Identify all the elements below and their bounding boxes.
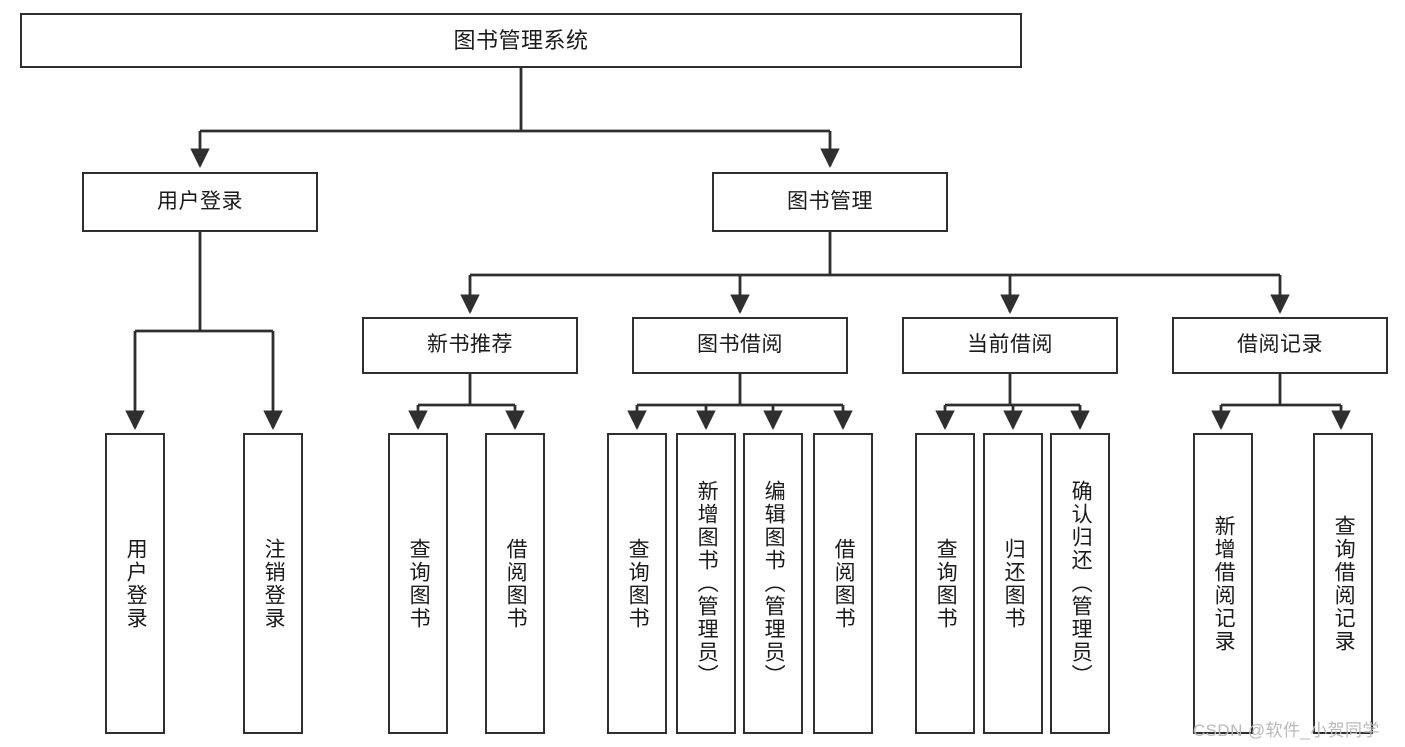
node-new-book-recommend[interactable]: 新书推荐 (362, 317, 578, 374)
node-label: 编辑图书（管理员） (762, 480, 786, 687)
node-label: 查询图书 (934, 537, 958, 630)
node-label: 查询借阅记录 (1332, 514, 1356, 653)
leaf-add-borrow-record[interactable]: 新增借阅记录 (1193, 433, 1253, 734)
node-label: 借阅图书 (832, 537, 856, 630)
leaf-borrow-books[interactable]: 借阅图书 (813, 433, 873, 734)
leaf-query-books-recommend[interactable]: 查询图书 (388, 433, 448, 734)
node-book-management[interactable]: 图书管理 (712, 172, 948, 232)
node-label: 借阅图书 (504, 537, 528, 630)
node-label: 新增借阅记录 (1212, 514, 1236, 653)
leaf-query-books-borrow[interactable]: 查询图书 (607, 433, 667, 734)
node-label: 确认归还（管理员） (1069, 480, 1093, 687)
node-label: 图书管理 (787, 189, 873, 213)
leaf-borrow-books-recommend[interactable]: 借阅图书 (485, 433, 545, 734)
node-label: 图书借阅 (697, 333, 783, 357)
leaf-query-borrow-record[interactable]: 查询借阅记录 (1313, 433, 1373, 734)
node-label: 用户登录 (157, 189, 243, 213)
node-book-borrow[interactable]: 图书借阅 (632, 317, 848, 374)
node-label: 图书管理系统 (453, 27, 589, 53)
node-label: 注销登录 (262, 537, 286, 630)
leaf-confirm-return-admin[interactable]: 确认归还（管理员） (1050, 433, 1110, 734)
node-borrow-records[interactable]: 借阅记录 (1172, 317, 1388, 374)
node-label: 新增图书（管理员） (695, 480, 719, 687)
leaf-user-login[interactable]: 用户登录 (105, 433, 165, 734)
node-label: 当前借阅 (967, 333, 1053, 357)
node-label: 查询图书 (626, 537, 650, 630)
leaf-logout[interactable]: 注销登录 (243, 433, 303, 734)
watermark: CSDN @软件_小贺同学 (1193, 721, 1380, 740)
node-label: 查询图书 (407, 537, 431, 630)
node-root-system[interactable]: 图书管理系统 (20, 13, 1022, 68)
node-label: 用户登录 (124, 537, 148, 630)
leaf-add-book-admin[interactable]: 新增图书（管理员） (676, 433, 736, 734)
node-label: 归还图书 (1002, 537, 1026, 630)
leaf-edit-book-admin[interactable]: 编辑图书（管理员） (743, 433, 803, 734)
leaf-query-books-current[interactable]: 查询图书 (915, 433, 975, 734)
node-user-login[interactable]: 用户登录 (82, 172, 318, 232)
node-label: 新书推荐 (427, 333, 513, 357)
node-label: 借阅记录 (1237, 333, 1323, 357)
leaf-return-books[interactable]: 归还图书 (983, 433, 1043, 734)
node-current-borrow[interactable]: 当前借阅 (902, 317, 1118, 374)
